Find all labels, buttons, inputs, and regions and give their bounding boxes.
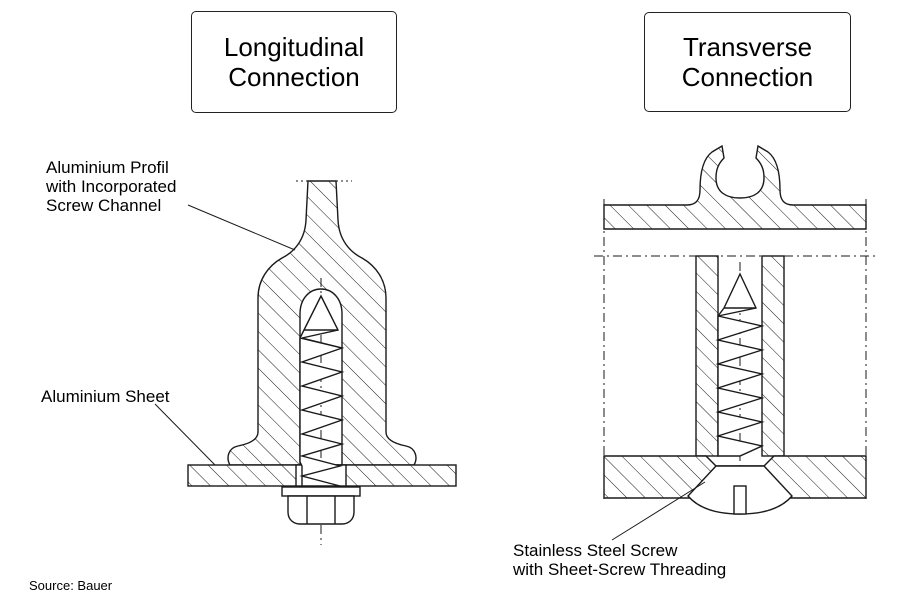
label-line: Screw Channel [46, 196, 162, 215]
screw-threads-left [299, 294, 345, 487]
leader-lines-left [154, 204, 296, 466]
longitudinal-title-box: Longitudinal Connection [191, 11, 397, 113]
screw-slot [733, 485, 747, 515]
label-line: with Incorporated [46, 177, 177, 196]
channel-wall-right [761, 255, 785, 457]
title-line: Transverse [682, 32, 813, 62]
leader-line-right [611, 481, 706, 541]
longitudinal-drawing [187, 180, 457, 545]
aluminium-profil-label: Aluminium Profil with Incorporated Screw… [46, 158, 176, 215]
transverse-drawing [594, 144, 876, 515]
top-profile [603, 144, 867, 230]
title-line: Longitudinal [223, 32, 365, 62]
title-line: Connection [681, 62, 814, 92]
channel-wall-left [695, 255, 719, 457]
transverse-title-box: Transverse Connection [644, 12, 851, 112]
screw-head-left [287, 495, 355, 525]
aluminium-sheet-label: Aluminium Sheet [41, 387, 170, 406]
screw-washer-left [281, 486, 361, 497]
stainless-screw-label: Stainless Steel Screw with Sheet-Screw T… [513, 541, 726, 579]
label-line: with Sheet-Screw Threading [513, 560, 727, 579]
label-line: Stainless Steel Screw [513, 541, 678, 560]
screw-threads-right [715, 272, 765, 457]
label-line: Aluminium Profil [46, 158, 169, 177]
title-line: Connection [228, 62, 360, 92]
source-credit: Source: Bauer [29, 578, 113, 593]
